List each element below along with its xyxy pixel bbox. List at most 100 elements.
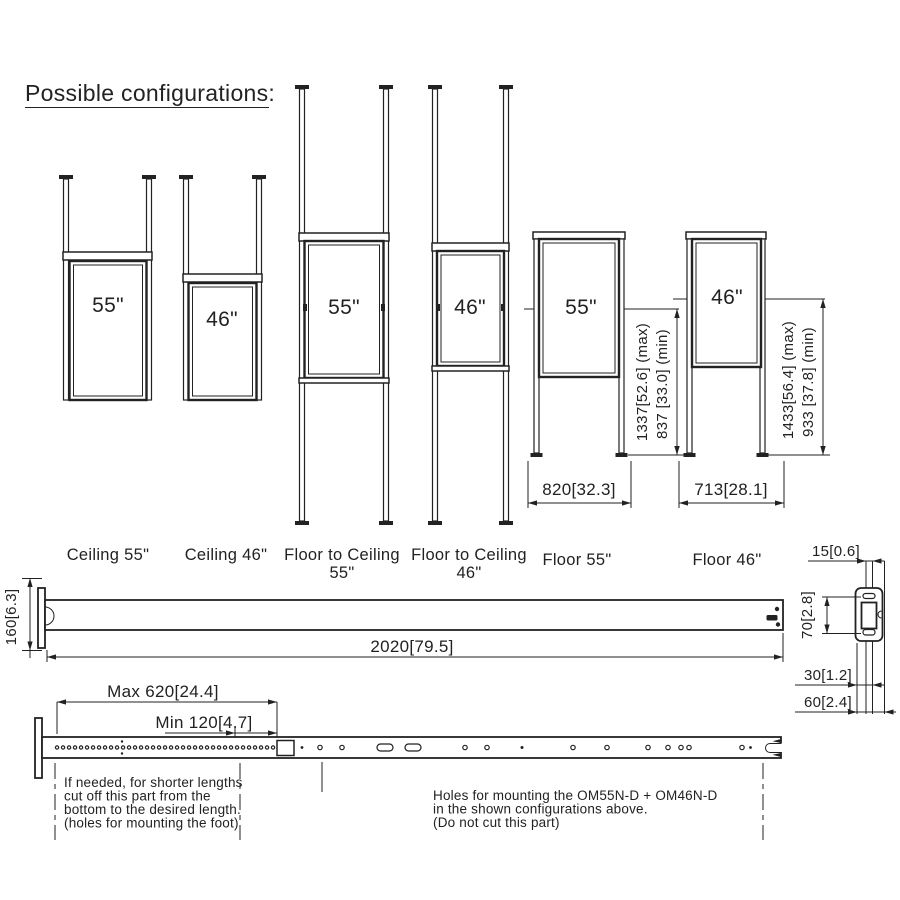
ceiling-plate xyxy=(295,85,309,89)
height-max-label: 1433[56.4] (max) xyxy=(780,321,797,439)
arrowhead-right xyxy=(268,699,277,705)
mount-bar xyxy=(62,251,153,261)
bottom-slot xyxy=(862,628,876,636)
pilot-hole xyxy=(120,752,124,755)
pole-clamp xyxy=(501,304,505,311)
foot-plate xyxy=(756,453,769,457)
height-min-label: 933 [37.8] (min) xyxy=(800,327,817,437)
arrowhead-up xyxy=(27,578,33,587)
title-text: Possible configurations: xyxy=(25,80,275,106)
end-hole xyxy=(775,622,781,627)
top-width-dimension: 15[0.6] xyxy=(808,543,885,564)
config-floor-55: 55" 1337[52.6] (max) 837 [33.0] (min) 82… xyxy=(524,231,684,508)
config-ceiling-46: 46" xyxy=(179,175,266,402)
config-floor-to-ceiling-46: 46" xyxy=(428,85,513,525)
base-width-label: 820[32.3] xyxy=(542,480,616,499)
mounting-holes xyxy=(300,743,752,752)
screen-size: 46" xyxy=(454,296,486,319)
arrowhead xyxy=(857,558,866,564)
outer-width-dimension: 60[2.4] xyxy=(795,694,896,715)
fork-slot xyxy=(765,743,782,753)
caption-ceiling-55: Ceiling 55" xyxy=(67,546,150,564)
foot-plate xyxy=(34,717,43,779)
ceiling-plate xyxy=(499,85,513,89)
screen-inner xyxy=(192,286,253,397)
base-width-dimension: 820[32.3] xyxy=(527,461,632,508)
end-plate xyxy=(37,587,46,649)
pole-profile-drawing: 160[6.3] 2020[79.5] xyxy=(3,578,784,662)
pole-clamp xyxy=(436,304,440,311)
side-notch xyxy=(877,610,882,619)
note-right-line3: (Do not cut this part) xyxy=(433,815,560,830)
note-left-line4: (holes for mounting the foot) xyxy=(64,816,239,831)
slot-height-label: 70[2.8] xyxy=(799,591,816,639)
arrowhead-right xyxy=(622,500,631,506)
caption-floor-46: Floor 46" xyxy=(692,551,761,569)
outer-width-label: 60[2.4] xyxy=(804,694,852,711)
arrowhead-left xyxy=(47,654,56,660)
page-title: Possible configurations: xyxy=(25,80,275,108)
fork-tip xyxy=(772,739,781,743)
arrowhead-down xyxy=(820,446,826,455)
end-slot xyxy=(766,615,778,621)
fork-opening xyxy=(779,743,783,752)
config-floor-to-ceiling-55: 55" xyxy=(295,85,393,525)
ceiling-plate xyxy=(428,85,442,89)
screen-inner xyxy=(440,254,501,363)
mount-bar-bottom xyxy=(431,365,510,372)
arrowhead-right xyxy=(775,500,784,506)
arrowhead xyxy=(872,558,882,564)
caption-ftc-46-line2: 46" xyxy=(456,564,481,582)
height-dimension: 1433[56.4] (max) 933 [37.8] (min) xyxy=(768,299,830,456)
caption-floor-55: Floor 55" xyxy=(542,551,611,569)
arrowhead xyxy=(872,682,882,688)
height-max-label: 1337[52.6] (max) xyxy=(634,323,651,441)
screen-size: 55" xyxy=(92,294,124,317)
pole-body xyxy=(44,599,784,631)
pole xyxy=(62,178,70,401)
screen-outline xyxy=(690,237,763,369)
fork-tip xyxy=(772,753,781,757)
screen-inner xyxy=(308,244,380,375)
note-left-line3: bottom to the desired length. xyxy=(64,802,241,817)
center-slot xyxy=(860,601,878,630)
inner-width-dimension: 30[1.2] xyxy=(795,667,885,688)
screen-size: 46" xyxy=(206,308,238,331)
mount-bar-bottom xyxy=(298,377,390,384)
pole-length-label: 2020[79.5] xyxy=(370,637,453,656)
config-floor-46: 46" 1433[56.4] (max) 933 [37.8] (min) 71… xyxy=(673,231,830,508)
arrowhead-left xyxy=(679,500,688,506)
arrowhead-down xyxy=(27,641,33,651)
arrowhead-up xyxy=(820,299,826,308)
height-min-label: 837 [33.0] (min) xyxy=(654,329,671,439)
ceiling-plate xyxy=(379,85,393,89)
ceiling-plate xyxy=(252,175,266,179)
screen-size: 55" xyxy=(328,296,360,319)
height-dimension: 160[6.3] xyxy=(3,578,42,658)
top-slot xyxy=(862,592,876,600)
arrowhead xyxy=(226,730,235,736)
screen-size: 46" xyxy=(711,286,743,309)
ceiling-plate xyxy=(59,175,73,179)
slot-height-dimension: 70[2.8] xyxy=(799,591,861,639)
min-cut-label: Min 120[4.7] xyxy=(155,713,252,732)
foot-plate xyxy=(530,453,543,457)
end-hole xyxy=(774,606,780,612)
floor-plate xyxy=(428,521,442,525)
max-cut-dimension: Max 620[24.4] xyxy=(56,682,278,739)
floor-plate xyxy=(499,521,513,525)
caption-ftc-55-line2: 55" xyxy=(329,564,354,582)
screen-inner xyxy=(542,242,616,374)
base-width-label: 713[28.1] xyxy=(694,480,768,499)
config-ceiling-55: 55" xyxy=(59,175,156,402)
base-width-dimension: 713[28.1] xyxy=(678,461,785,508)
screen-outline xyxy=(187,281,258,402)
note-right-line1: Holes for mounting the OM55N-D + OM46N-D xyxy=(433,788,718,803)
min-cut-dimension: Min 120[4.7] xyxy=(155,713,277,739)
note-left-line2: cut off this part from the xyxy=(64,789,211,804)
arrowhead-down xyxy=(824,624,830,634)
note-right: Holes for mounting the OM55N-D + OM46N-D… xyxy=(433,788,718,830)
screen-inner xyxy=(695,242,758,364)
